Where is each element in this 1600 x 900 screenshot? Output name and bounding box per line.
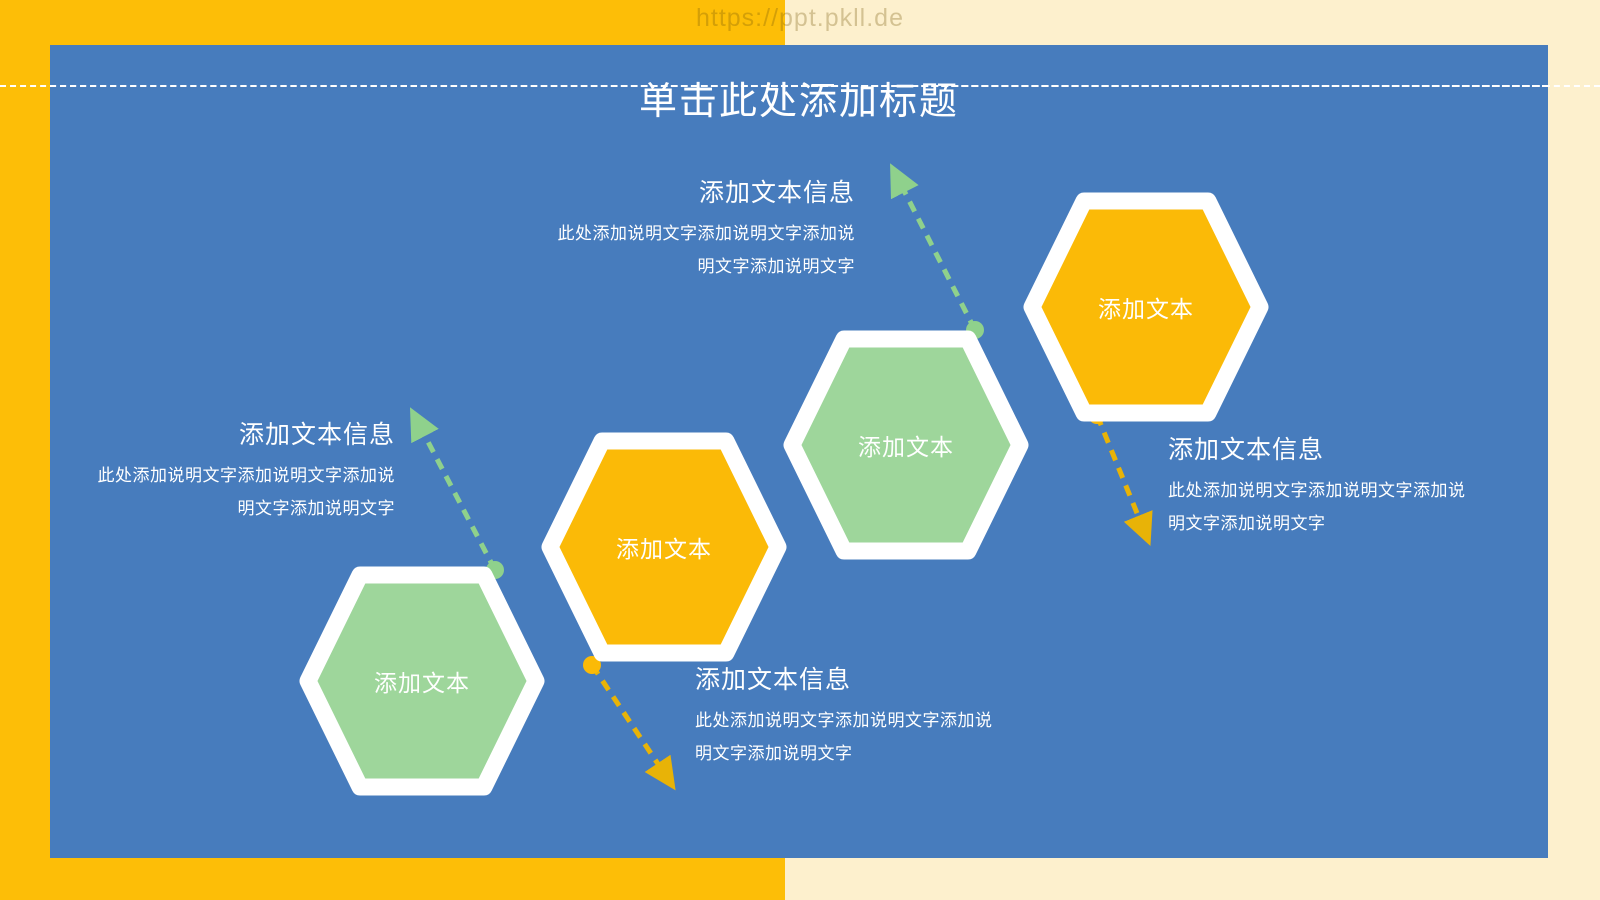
text-block-left-title: 添加文本信息 (238, 421, 395, 449)
hexagon-shape-3 (783, 330, 1029, 560)
text-block-bottom[interactable]: 添加文本信息 此处添加说明文字添加说明文字添加说 明文字添加说明文字 (695, 660, 1095, 770)
text-block-top-body: 此处添加说明文字添加说明文字添加说 明文字添加说明文字 (500, 217, 855, 283)
text-block-left-body-line2: 明文字添加说明文字 (237, 499, 395, 519)
hexagon-node-4[interactable]: 添加文本 (1022, 183, 1270, 431)
text-block-top-title: 添加文本信息 (698, 179, 855, 207)
text-block-right-body-line1: 此处添加说明文字添加说明文字添加说 (1168, 481, 1466, 500)
title-divider-rule (0, 85, 1600, 87)
text-block-bottom-body-line1: 此处添加说明文字添加说明文字添加说 (695, 711, 993, 730)
page-title: 单击此处添加标题 (638, 81, 959, 123)
watermark-text: https://ppt.pkll.de (695, 4, 904, 32)
text-block-bottom-title: 添加文本信息 (695, 666, 852, 694)
connector-3 (890, 163, 984, 339)
hexagon-shape-4 (1023, 192, 1269, 422)
text-block-left-body-line1: 此处添加说明文字添加说明文字添加说 (97, 466, 395, 485)
slide-panel: 单击此处添加标题 (50, 45, 1548, 858)
text-block-right[interactable]: 添加文本信息 此处添加说明文字添加说明文字添加说 明文字添加说明文字 (1168, 430, 1548, 540)
text-block-left-body: 此处添加说明文字添加说明文字添加说 明文字添加说明文字 (50, 459, 395, 525)
text-block-bottom-body: 此处添加说明文字添加说明文字添加说 明文字添加说明文字 (695, 704, 1095, 770)
text-block-right-body: 此处添加说明文字添加说明文字添加说 明文字添加说明文字 (1168, 474, 1548, 540)
text-block-right-body-line2: 明文字添加说明文字 (1168, 514, 1326, 534)
hexagon-shape-2 (541, 432, 787, 662)
hexagon-node-3[interactable]: 添加文本 (782, 321, 1030, 569)
text-block-top-body-line1: 此处添加说明文字添加说明文字添加说 (557, 224, 855, 243)
hexagon-node-1[interactable]: 添加文本 (298, 557, 546, 805)
text-block-left[interactable]: 添加文本信息 此处添加说明文字添加说明文字添加说 明文字添加说明文字 (50, 415, 395, 525)
text-block-top-body-line2: 明文字添加说明文字 (697, 257, 855, 277)
text-block-bottom-body-line2: 明文字添加说明文字 (695, 744, 853, 764)
text-block-right-title: 添加文本信息 (1168, 436, 1325, 464)
connector-1 (409, 407, 504, 579)
text-block-top[interactable]: 添加文本信息 此处添加说明文字添加说明文字添加说 明文字添加说明文字 (500, 173, 855, 283)
hexagon-node-2[interactable]: 添加文本 (540, 423, 788, 671)
connector-2 (583, 656, 676, 791)
hexagon-shape-1 (299, 566, 545, 796)
